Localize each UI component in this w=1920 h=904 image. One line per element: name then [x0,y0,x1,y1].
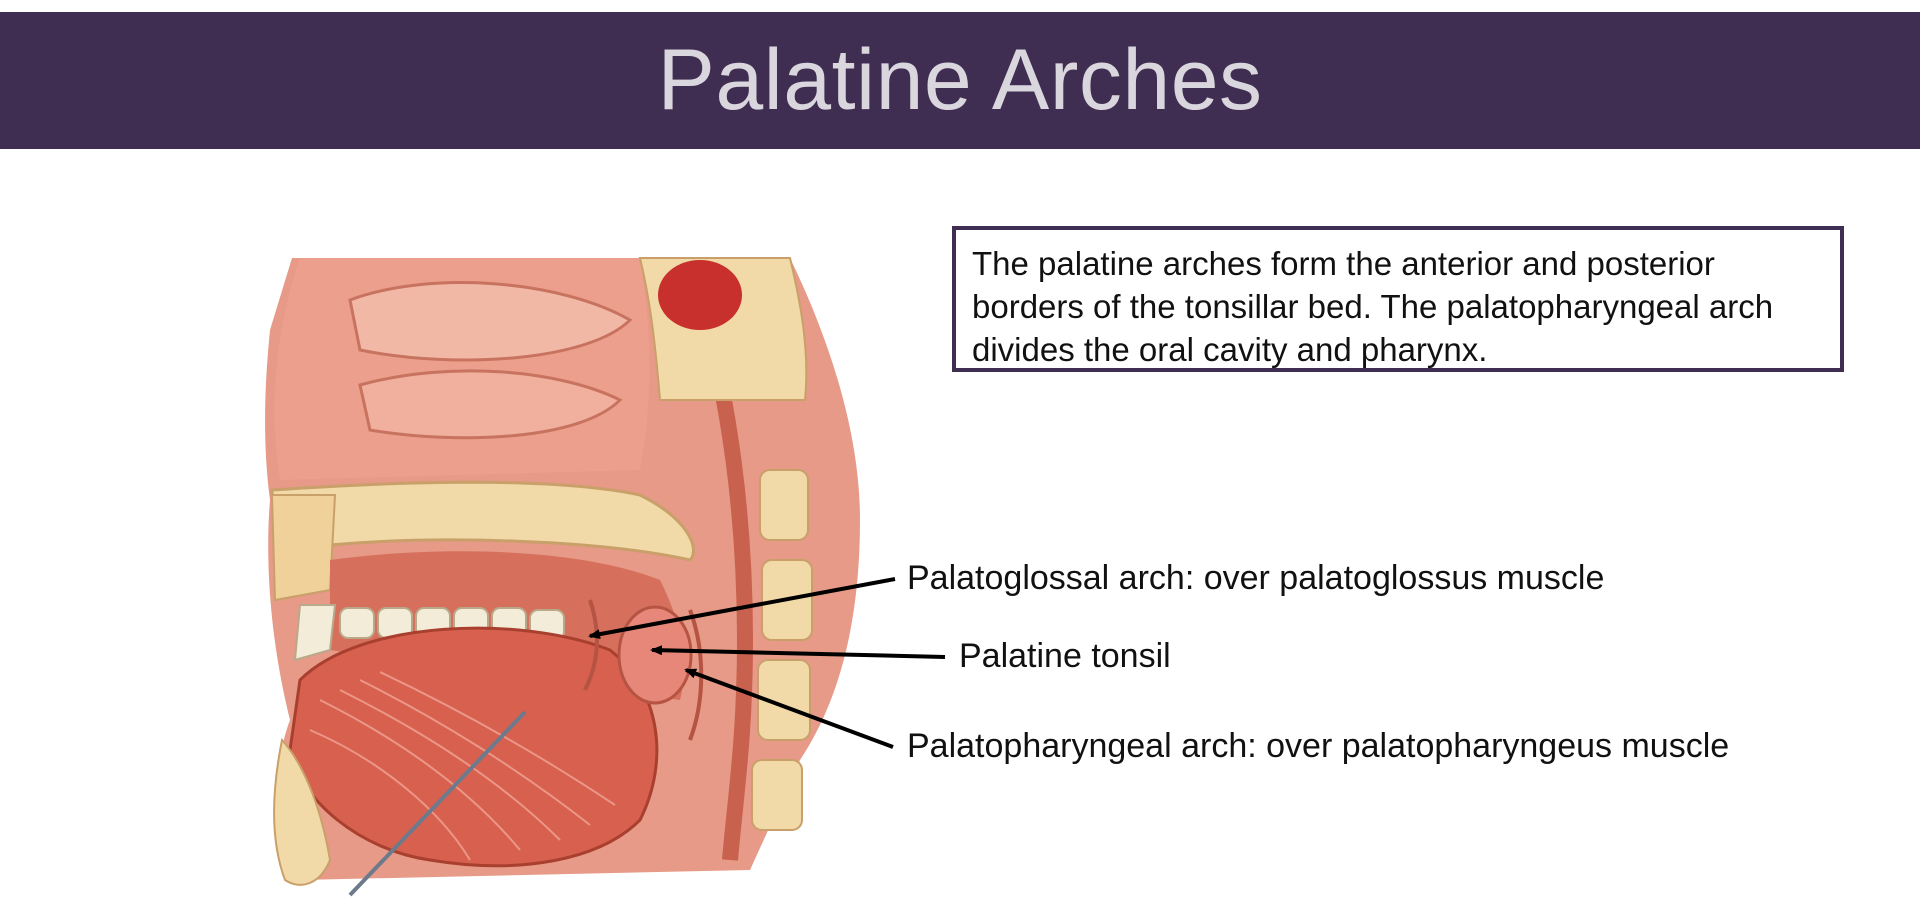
description-box: The palatine arches form the anterior an… [952,226,1844,372]
sphenoid-sinus [658,260,742,330]
maxilla [270,494,337,602]
arrow-palatopharyngeal [684,668,894,749]
probe [348,710,527,897]
label-palatoglossal-arch: Palatoglossal arch: over palatoglossus m… [907,559,1605,597]
tongue-fibers [309,671,616,861]
hard-palate [270,480,695,562]
description-text: The palatine arches form the anterior an… [972,245,1774,368]
nasal-concha-lower [358,369,623,440]
nasal-concha-upper [348,281,633,362]
arrow-palatoglossal [588,577,896,640]
slide-title: Palatine Arches [657,32,1263,128]
mandible [273,737,332,886]
palatine-tonsil [617,605,693,705]
label-palatine-tonsil: Palatine tonsil [959,637,1171,675]
palatoglossal-arch-fold [583,599,599,691]
arrow-tonsil [650,645,946,659]
title-bar: Palatine Arches [0,12,1920,149]
label-palatopharyngeal-arch: Palatopharyngeal arch: over palatopharyn… [907,727,1730,765]
